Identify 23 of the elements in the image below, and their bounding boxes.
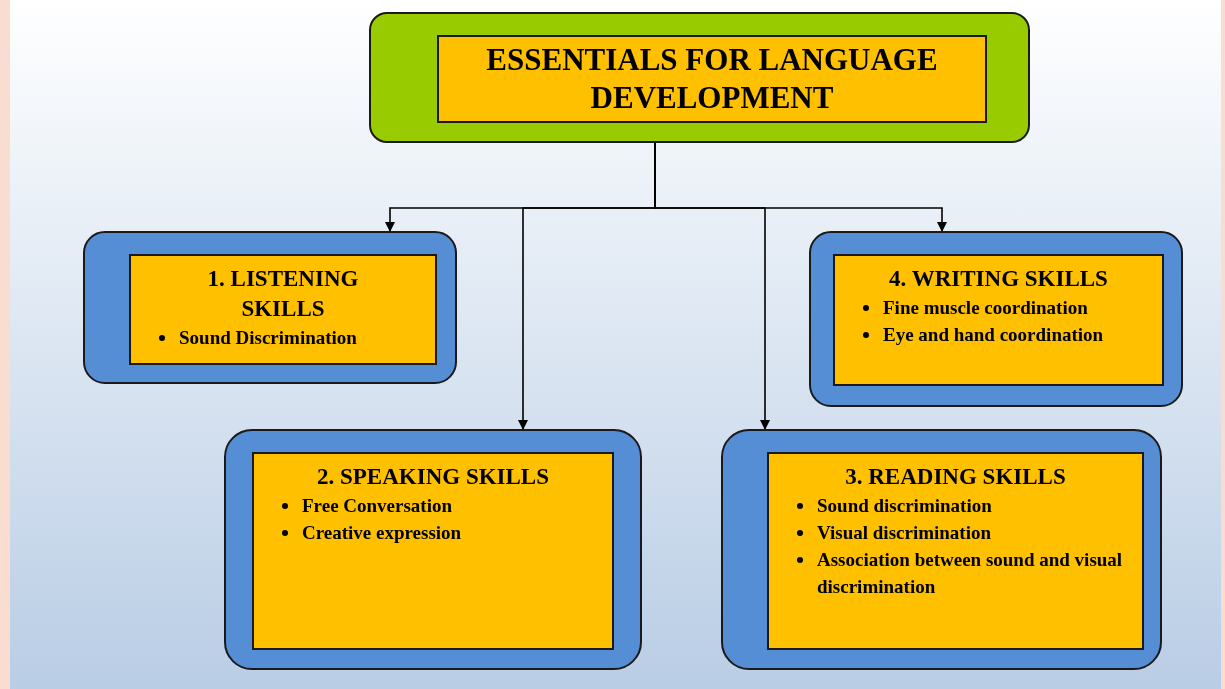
frame-box <box>224 429 642 670</box>
frame-box <box>369 12 1030 143</box>
frame-box <box>721 429 1162 670</box>
skill-box <box>252 452 614 650</box>
frame-box <box>83 231 457 384</box>
bullet-item: Association between sound and visual discrimination <box>817 548 1124 599</box>
bullet-item: Sound discrimination <box>817 494 992 518</box>
skill-box <box>767 452 1144 650</box>
bullet-item: Eye and hand coordination <box>883 323 1104 347</box>
skill-heading: 1. LISTENING SKILLS <box>206 265 360 323</box>
bullet-item: Visual discrimination <box>817 521 991 545</box>
bullet-item: Free Conversation <box>302 494 453 518</box>
skill-box <box>129 254 437 365</box>
skill-box <box>833 254 1164 386</box>
bullet-item: Creative expression <box>302 521 462 545</box>
frame-box <box>809 231 1183 407</box>
bullet-item: Sound Discrimination <box>179 326 357 350</box>
skill-heading: 2. SPEAKING SKILLS <box>316 463 550 491</box>
skill-heading: 3. READING SKILLS <box>844 463 1067 491</box>
title-box <box>437 35 987 123</box>
skill-heading: 4. WRITING SKILLS <box>888 265 1109 293</box>
node-heading: ESSENTIALS FOR LANGUAGE DEVELOPMENT <box>485 41 939 117</box>
bullet-item: Fine muscle coordination <box>883 296 1088 320</box>
